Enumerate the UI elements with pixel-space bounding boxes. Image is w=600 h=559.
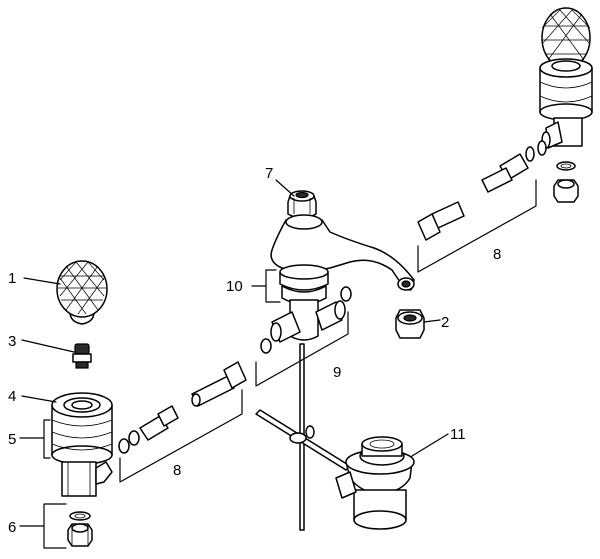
leader-lines (19, 179, 537, 549)
callout-1: 1 (8, 270, 16, 287)
callout-4: 4 (8, 388, 16, 405)
callout-10: 10 (226, 278, 243, 295)
spout-body (270, 214, 415, 291)
crystal-handle-left (56, 260, 108, 325)
callout-7: 7 (265, 165, 273, 182)
connector-set-left (118, 361, 247, 454)
spout-cap (287, 190, 317, 219)
callout-2: 2 (441, 314, 449, 331)
nut-washer-right (553, 161, 579, 203)
callout-9: 9 (333, 364, 341, 381)
callout-labels: 1 2 3 4 5 6 7 8 8 9 10 11 (8, 165, 501, 536)
connector-set-right (417, 140, 547, 241)
valve-body-right (539, 58, 593, 149)
valve-body-left (51, 392, 113, 497)
callout-11: 11 (450, 426, 466, 443)
callout-3: 3 (8, 333, 16, 350)
aerator-nut (395, 309, 425, 339)
spout-rings (279, 264, 329, 305)
center-valve-body (260, 286, 352, 354)
nut-washer-left (67, 511, 93, 547)
callout-6: 6 (8, 519, 16, 536)
drain-assembly (335, 436, 415, 530)
callout-8-right: 8 (493, 246, 501, 263)
callout-8-left: 8 (173, 462, 181, 479)
callout-5: 5 (8, 431, 16, 448)
crystal-handle-right (541, 7, 591, 69)
cartridge-insert (72, 343, 92, 369)
